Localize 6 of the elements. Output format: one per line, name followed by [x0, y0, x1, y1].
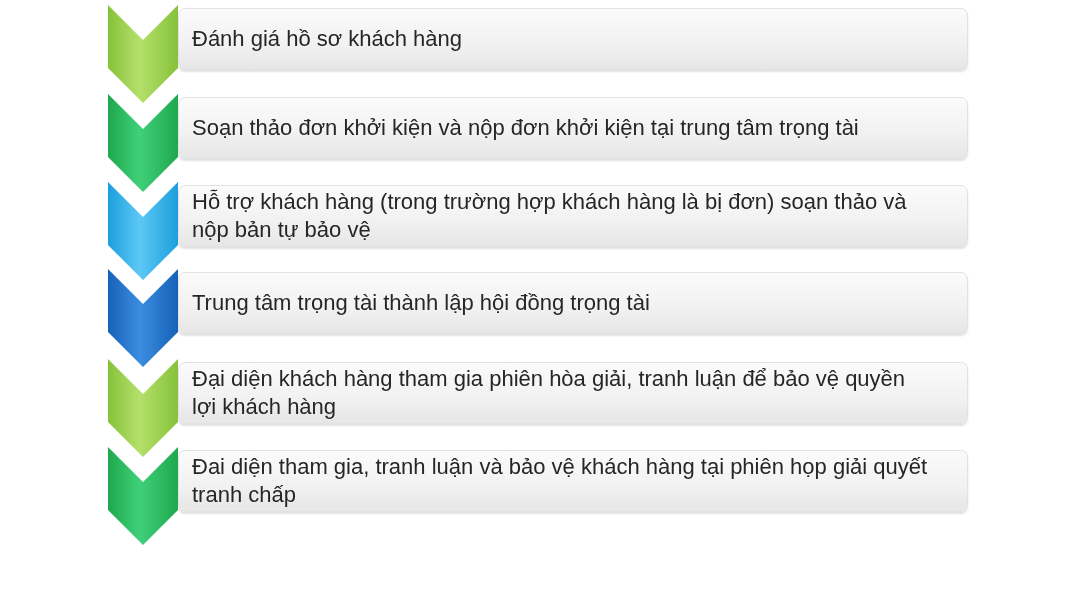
step-text: Hỗ trợ khách hàng (trong trường hợp khách hàng là bị đơn) soạn thảo và nộp bản tự bảo vệ	[192, 188, 908, 244]
step-text: Đánh giá hồ sơ khách hàng	[192, 25, 463, 53]
step-text: Đại diện khách hàng tham gia phiên hòa giải, tranh luận để bảo vệ quyền lợi khách hàng	[192, 365, 907, 421]
step-text: Đai diện tham gia, tranh luận và bảo vệ khách hàng tại phiên họp giải quyết tranh chấp	[192, 453, 929, 509]
step-text: Trung tâm trọng tài thành lập hội đồng trọng tài	[192, 289, 650, 317]
step-text: Soạn thảo đơn khởi kiện và nộp đơn khởi kiện tại trung tâm trọng tài	[192, 114, 859, 142]
